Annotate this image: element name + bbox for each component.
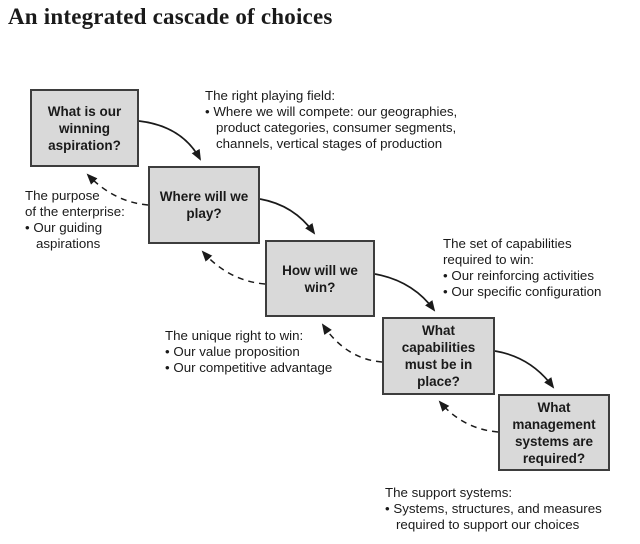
annotation-line: required to support our choices	[396, 517, 580, 532]
cascade-box-winning-aspiration: What is our winning aspiration?	[30, 89, 139, 167]
box-label-line: Where will we	[159, 189, 249, 204]
box-label-line: management	[512, 416, 596, 432]
box-label-line: must be in	[404, 357, 473, 372]
box-label-line: capabilities	[401, 340, 476, 355]
annotation-line: The purpose	[25, 188, 100, 203]
box-label-line: winning	[59, 120, 110, 136]
dashed-feedback-arrow-4	[438, 400, 499, 433]
annotation-line: The set of capabilities	[443, 236, 572, 251]
solid-arrow-1	[138, 120, 201, 161]
box-label-line: How will we	[282, 262, 358, 278]
box-label-line: What	[537, 399, 571, 415]
box-label-line: place?	[417, 374, 460, 389]
annotation-line: • Our specific configuration	[443, 284, 602, 299]
annotation-line: • Our guiding	[25, 220, 103, 235]
dashed-feedback-arrow-2	[201, 250, 266, 285]
box-label-line: aspiration?	[48, 137, 121, 153]
annotation-line: The unique right to win:	[165, 328, 304, 343]
annotation-line: • Our competitive advantage	[165, 360, 333, 375]
annotation-line: of the enterprise:	[25, 204, 125, 219]
cascade-box-where-to-play: Where will we play?	[148, 166, 260, 244]
annotation-line: product categories, consumer segments,	[216, 120, 457, 135]
box-label-line: What	[422, 323, 455, 338]
annotation-line: The right playing field:	[205, 88, 336, 103]
box-label-line: What is our	[47, 103, 122, 119]
page-title: An integrated cascade of choices	[8, 4, 333, 29]
annotation-line: • Our value proposition	[165, 344, 300, 359]
annotation-unique-right: The unique right to win: • Our value pro…	[165, 328, 332, 376]
cascade-box-management-systems: What management systems are required?	[498, 394, 610, 471]
solid-arrow-3	[374, 273, 436, 312]
annotation-support: The support systems: • Systems, structur…	[385, 485, 602, 533]
annotation-line: The support systems:	[385, 485, 513, 500]
box-label-line: required?	[522, 450, 586, 466]
cascade-box-capabilities: What capabilities must be in place?	[382, 317, 495, 395]
annotation-playing-field: The right playing field: • Where we will…	[205, 88, 457, 152]
box-label-line: systems are	[514, 433, 594, 449]
annotation-line: aspirations	[36, 236, 101, 251]
box-label-line: play?	[186, 206, 222, 221]
cascade-box-how-to-win: How will we win?	[265, 240, 375, 317]
annotation-line: channels, vertical stages of production	[216, 136, 443, 151]
annotation-line: • Our reinforcing activities	[443, 268, 594, 283]
annotation-capabilities: The set of capabilities required to win:…	[443, 236, 601, 300]
solid-arrow-4	[494, 350, 555, 389]
annotation-purpose: The purpose of the enterprise: • Our gui…	[25, 188, 125, 252]
annotation-line: • Where we will compete: our geographies…	[205, 104, 458, 119]
annotation-line: required to win:	[443, 252, 534, 267]
solid-arrow-2	[259, 198, 316, 235]
annotation-line: • Systems, structures, and measures	[385, 501, 602, 516]
box-label-line: win?	[304, 279, 336, 295]
